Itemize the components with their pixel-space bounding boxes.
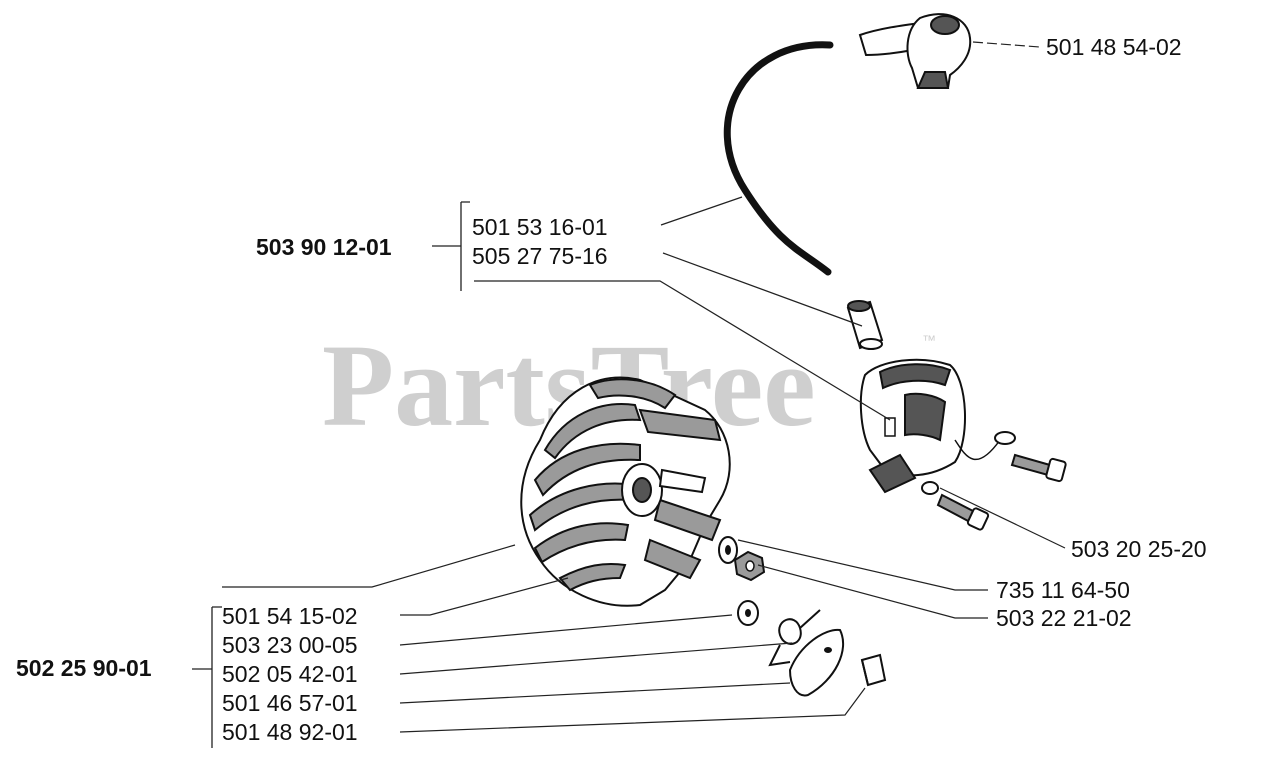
flywheel-nut[interactable] [733, 550, 766, 582]
flywheel-assembly-number[interactable]: 502 25 90-01 [16, 655, 152, 681]
part-number-cable-connector[interactable]: 505 27 75-16 [472, 243, 608, 269]
part-number-pawl-spring[interactable]: 502 05 42-01 [222, 661, 358, 687]
starter-pawl[interactable] [788, 628, 845, 697]
part-number-nut[interactable]: 503 22 21-02 [996, 605, 1132, 631]
flywheel-washer[interactable] [718, 536, 738, 564]
module-screw-lower[interactable] [921, 481, 990, 531]
part-number-starter-pawl[interactable]: 501 46 57-01 [222, 690, 358, 716]
part-number-screw[interactable]: 503 20 25-20 [1071, 536, 1207, 562]
part-number-ignition-lead[interactable]: 501 53 16-01 [472, 214, 608, 240]
ignition-assembly-bracket [460, 201, 470, 291]
ignition-lead-cable[interactable] [723, 41, 834, 276]
flywheel-assembly-bracket [211, 606, 222, 748]
pawl-washer[interactable] [737, 600, 759, 626]
spark-plug-cap[interactable] [858, 13, 972, 89]
part-number-pawl-washer[interactable]: 503 23 00-05 [222, 632, 358, 658]
part-number-flywheel[interactable]: 501 54 15-02 [222, 603, 358, 629]
pawl-pin[interactable] [860, 653, 887, 687]
cable-connector[interactable] [846, 300, 884, 350]
ignition-module[interactable] [859, 358, 1016, 494]
part-number-pawl-pin[interactable]: 501 48 92-01 [222, 719, 358, 745]
flywheel[interactable] [520, 376, 731, 607]
part-number-washer[interactable]: 735 11 64-50 [996, 577, 1130, 603]
module-screw-upper[interactable] [1010, 453, 1067, 483]
watermark-trademark: ™ [922, 332, 936, 348]
ignition-assembly-number[interactable]: 503 90 12-01 [256, 234, 392, 260]
part-number-spark-plug-cap[interactable]: 501 48 54-02 [1046, 34, 1182, 60]
